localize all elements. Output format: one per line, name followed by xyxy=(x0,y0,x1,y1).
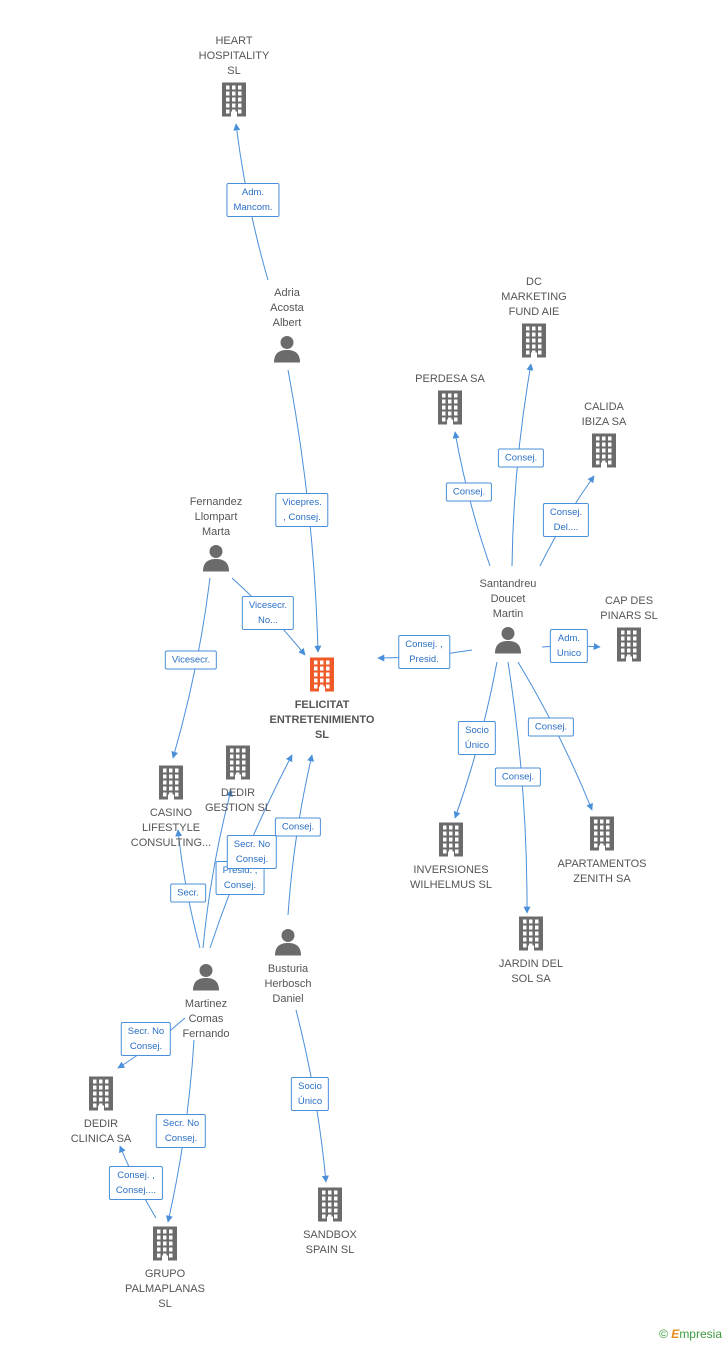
brand-name: mpresia xyxy=(679,1327,722,1341)
edge-label-busturia-to-sandbox[interactable]: Socio Único xyxy=(290,1077,330,1111)
building-icon-capdes[interactable] xyxy=(614,627,644,667)
node-label-calida[interactable]: CALIDA IBIZA SA xyxy=(581,401,627,428)
edge-label-santandreu-to-apartamentos[interactable]: Consej. xyxy=(527,717,575,737)
edge-label-santandreu-to-calida[interactable]: Consej. Del.... xyxy=(542,503,590,537)
building-icon-grupo[interactable] xyxy=(150,1226,180,1266)
node-label-dedirgestion[interactable]: DEDIR GESTION SL xyxy=(204,787,272,814)
edge-label-martinez-to-casino[interactable]: Secr. xyxy=(170,883,206,903)
person-icon-martinez[interactable] xyxy=(192,963,220,996)
building-icon-jardin[interactable] xyxy=(516,916,546,956)
node-label-dc[interactable]: DC MARKETING FUND AIE xyxy=(501,276,567,318)
node-label-martinez[interactable]: Martinez Comas Fernando xyxy=(182,998,230,1040)
building-icon-casino[interactable] xyxy=(156,765,186,805)
edge-label-santandreu-to-felicitat[interactable]: Consej. , Presid. xyxy=(398,635,450,669)
building-icon-perdesa[interactable] xyxy=(435,390,465,430)
person-icon-busturia[interactable] xyxy=(274,928,302,961)
edge-label-fernandez-to-casino[interactable]: Vicesecr. xyxy=(164,650,218,670)
building-icon-heart[interactable] xyxy=(219,82,249,122)
edge-label-santandreu-to-dc[interactable]: Consej. xyxy=(497,448,545,468)
building-icon-dedirgestion[interactable] xyxy=(223,745,253,785)
node-label-dedirclinica[interactable]: DEDIR CLINICA SA xyxy=(70,1118,132,1145)
person-icon-fernandez[interactable] xyxy=(202,544,230,577)
edge-martinez-to-dedirgestion xyxy=(202,789,233,949)
building-icon-sandbox[interactable] xyxy=(315,1187,345,1227)
node-label-capdes[interactable]: CAP DES PINARS SL xyxy=(600,595,658,622)
brand-watermark: © Empresia xyxy=(659,1327,722,1341)
building-icon-calida[interactable] xyxy=(589,433,619,473)
node-label-fernandez[interactable]: Fernandez Llompart Marta xyxy=(189,496,243,538)
edge-label-santandreu-to-capdes[interactable]: Adm. Unico xyxy=(549,629,589,663)
building-icon-felicitat[interactable] xyxy=(307,657,337,697)
node-label-busturia[interactable]: Busturia Herbosch Daniel xyxy=(264,963,312,1005)
edge-label-santandreu-to-perdesa[interactable]: Consej. xyxy=(445,482,493,502)
building-icon-inversiones[interactable] xyxy=(436,822,466,862)
edge-label-adria-to-heart[interactable]: Adm. Mancom. xyxy=(226,183,280,217)
node-label-perdesa[interactable]: PERDESA SA xyxy=(415,373,485,385)
node-label-sandbox[interactable]: SANDBOX SPAIN SL xyxy=(303,1229,357,1256)
node-label-adria[interactable]: Adria Acosta Albert xyxy=(270,287,304,329)
edge-label-martinez-to-dedirgestion[interactable]: Secr. No Consej. xyxy=(226,835,278,869)
building-icon-dc[interactable] xyxy=(519,323,549,363)
node-label-grupo[interactable]: GRUPO PALMAPLANAS SL xyxy=(125,1268,205,1310)
edge-label-busturia-to-felicitat[interactable]: Consej. xyxy=(274,817,322,837)
edge-label-santandreu-to-jardin[interactable]: Consej. xyxy=(494,767,542,787)
person-icon-adria[interactable] xyxy=(273,335,301,368)
node-label-inversiones[interactable]: INVERSIONES WILHELMUS SL xyxy=(410,864,492,891)
edge-label-santandreu-to-inversiones[interactable]: Socio Único xyxy=(457,721,497,755)
building-icon-dedirclinica[interactable] xyxy=(86,1076,116,1116)
node-label-heart[interactable]: HEART HOSPITALITY SL xyxy=(198,35,270,77)
edge-label-grupo-to-dedirclinica[interactable]: Consej. , Consej.... xyxy=(108,1166,164,1200)
edge-label-martinez-to-dedirclinica[interactable]: Secr. No Consej. xyxy=(120,1022,172,1056)
node-label-jardin[interactable]: JARDIN DEL SOL SA xyxy=(498,958,564,985)
edge-label-adria-to-felicitat[interactable]: Vicepres. , Consej. xyxy=(275,493,329,527)
person-icon-santandreu[interactable] xyxy=(494,626,522,659)
edge-santandreu-to-jardin xyxy=(507,661,531,914)
brand-initial: E xyxy=(671,1327,680,1341)
node-label-apartamentos[interactable]: APARTAMENTOS ZENITH SA xyxy=(557,858,647,885)
building-icon-apartamentos[interactable] xyxy=(587,816,617,856)
edge-label-martinez-to-grupo[interactable]: Secr. No Consej. xyxy=(155,1114,207,1148)
node-label-felicitat[interactable]: FELICITAT ENTRETENIMIENTO SL xyxy=(269,699,375,741)
node-label-santandreu[interactable]: Santandreu Doucet Martin xyxy=(479,578,537,620)
copyright-symbol: © xyxy=(659,1327,668,1341)
edge-label-fernandez-to-felicitat[interactable]: Vicesecr. No... xyxy=(241,596,295,630)
node-label-casino[interactable]: CASINO LIFESTYLE CONSULTING... xyxy=(130,807,212,849)
